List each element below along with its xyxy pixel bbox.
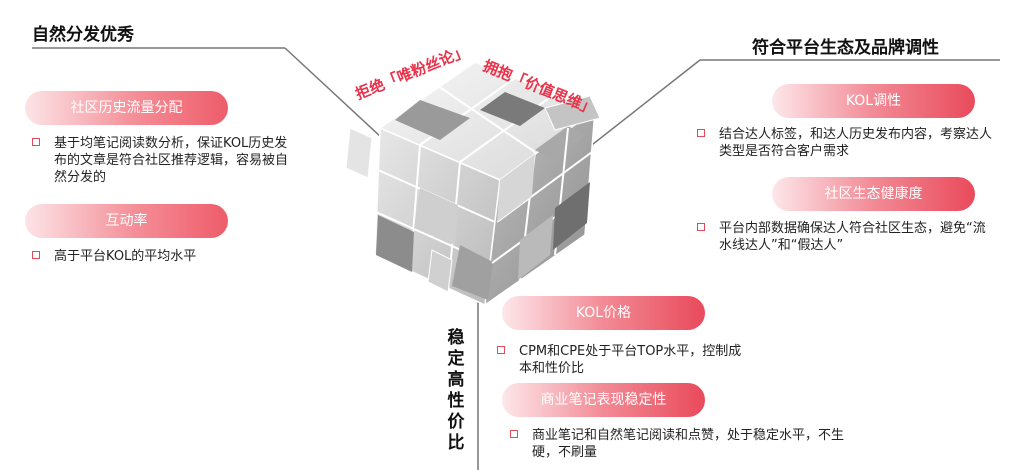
- bullet-box-icon: [497, 346, 505, 354]
- bullet-box-icon: [32, 138, 40, 146]
- commercial-stability-bullet: 商业笔记和自然笔记阅读和点赞，处于稳定水平，不生硬，不刷量: [510, 427, 855, 461]
- bullet-box-icon: [697, 129, 705, 137]
- bullet-box-icon: [697, 223, 705, 231]
- ecosystem-health-text: 平台内部数据确保达人符合社区生态，避免“流水线达人”和“假达人”: [719, 221, 986, 253]
- commercial-stability-pill: 商业笔记表现稳定性: [502, 383, 705, 417]
- interaction-rate-bullet: 高于平台KOL的平均水平: [32, 248, 300, 265]
- history-traffic-bullet: 基于均笔记阅读数分析，保证KOL历史发布的文章是符合社区推荐逻辑，容易被自然分发…: [32, 135, 300, 186]
- history-traffic-pill: 社区历史流量分配: [25, 91, 228, 125]
- value-stability-title: 稳定高性价比: [447, 328, 465, 453]
- bullet-box-icon: [32, 251, 40, 259]
- interaction-rate-pill: 互动率: [25, 204, 228, 238]
- history-traffic-text: 基于均笔记阅读数分析，保证KOL历史发布的文章是符合社区推荐逻辑，容易被自然分发…: [54, 136, 289, 185]
- kol-price-pill: KOL价格: [502, 296, 705, 330]
- natural-distribution-title: 自然分发优秀: [32, 25, 134, 45]
- cube-graphic: [345, 61, 601, 307]
- ecosystem-health-pill: 社区生态健康度: [772, 177, 975, 211]
- bullet-box-icon: [510, 430, 518, 438]
- kol-price-bullet: CPM和CPE处于平台TOP水平，控制成本和性价比: [497, 343, 752, 377]
- kol-price-text: CPM和CPE处于平台TOP水平，控制成本和性价比: [519, 344, 742, 376]
- brand-fit-title: 符合平台生态及品牌调性: [752, 38, 939, 58]
- kol-tone-text: 结合达人标签，和达人历史发布内容，考察达人类型是否符合客户需求: [719, 127, 993, 159]
- interaction-rate-text: 高于平台KOL的平均水平: [54, 249, 197, 264]
- commercial-stability-text: 商业笔记和自然笔记阅读和点赞，处于稳定水平，不生硬，不刷量: [532, 428, 845, 460]
- kol-tone-pill: KOL调性: [772, 84, 975, 118]
- ecosystem-health-bullet: 平台内部数据确保达人符合社区生态，避免“流水线达人”和“假达人”: [697, 220, 997, 254]
- kol-tone-bullet: 结合达人标签，和达人历史发布内容，考察达人类型是否符合客户需求: [697, 126, 997, 160]
